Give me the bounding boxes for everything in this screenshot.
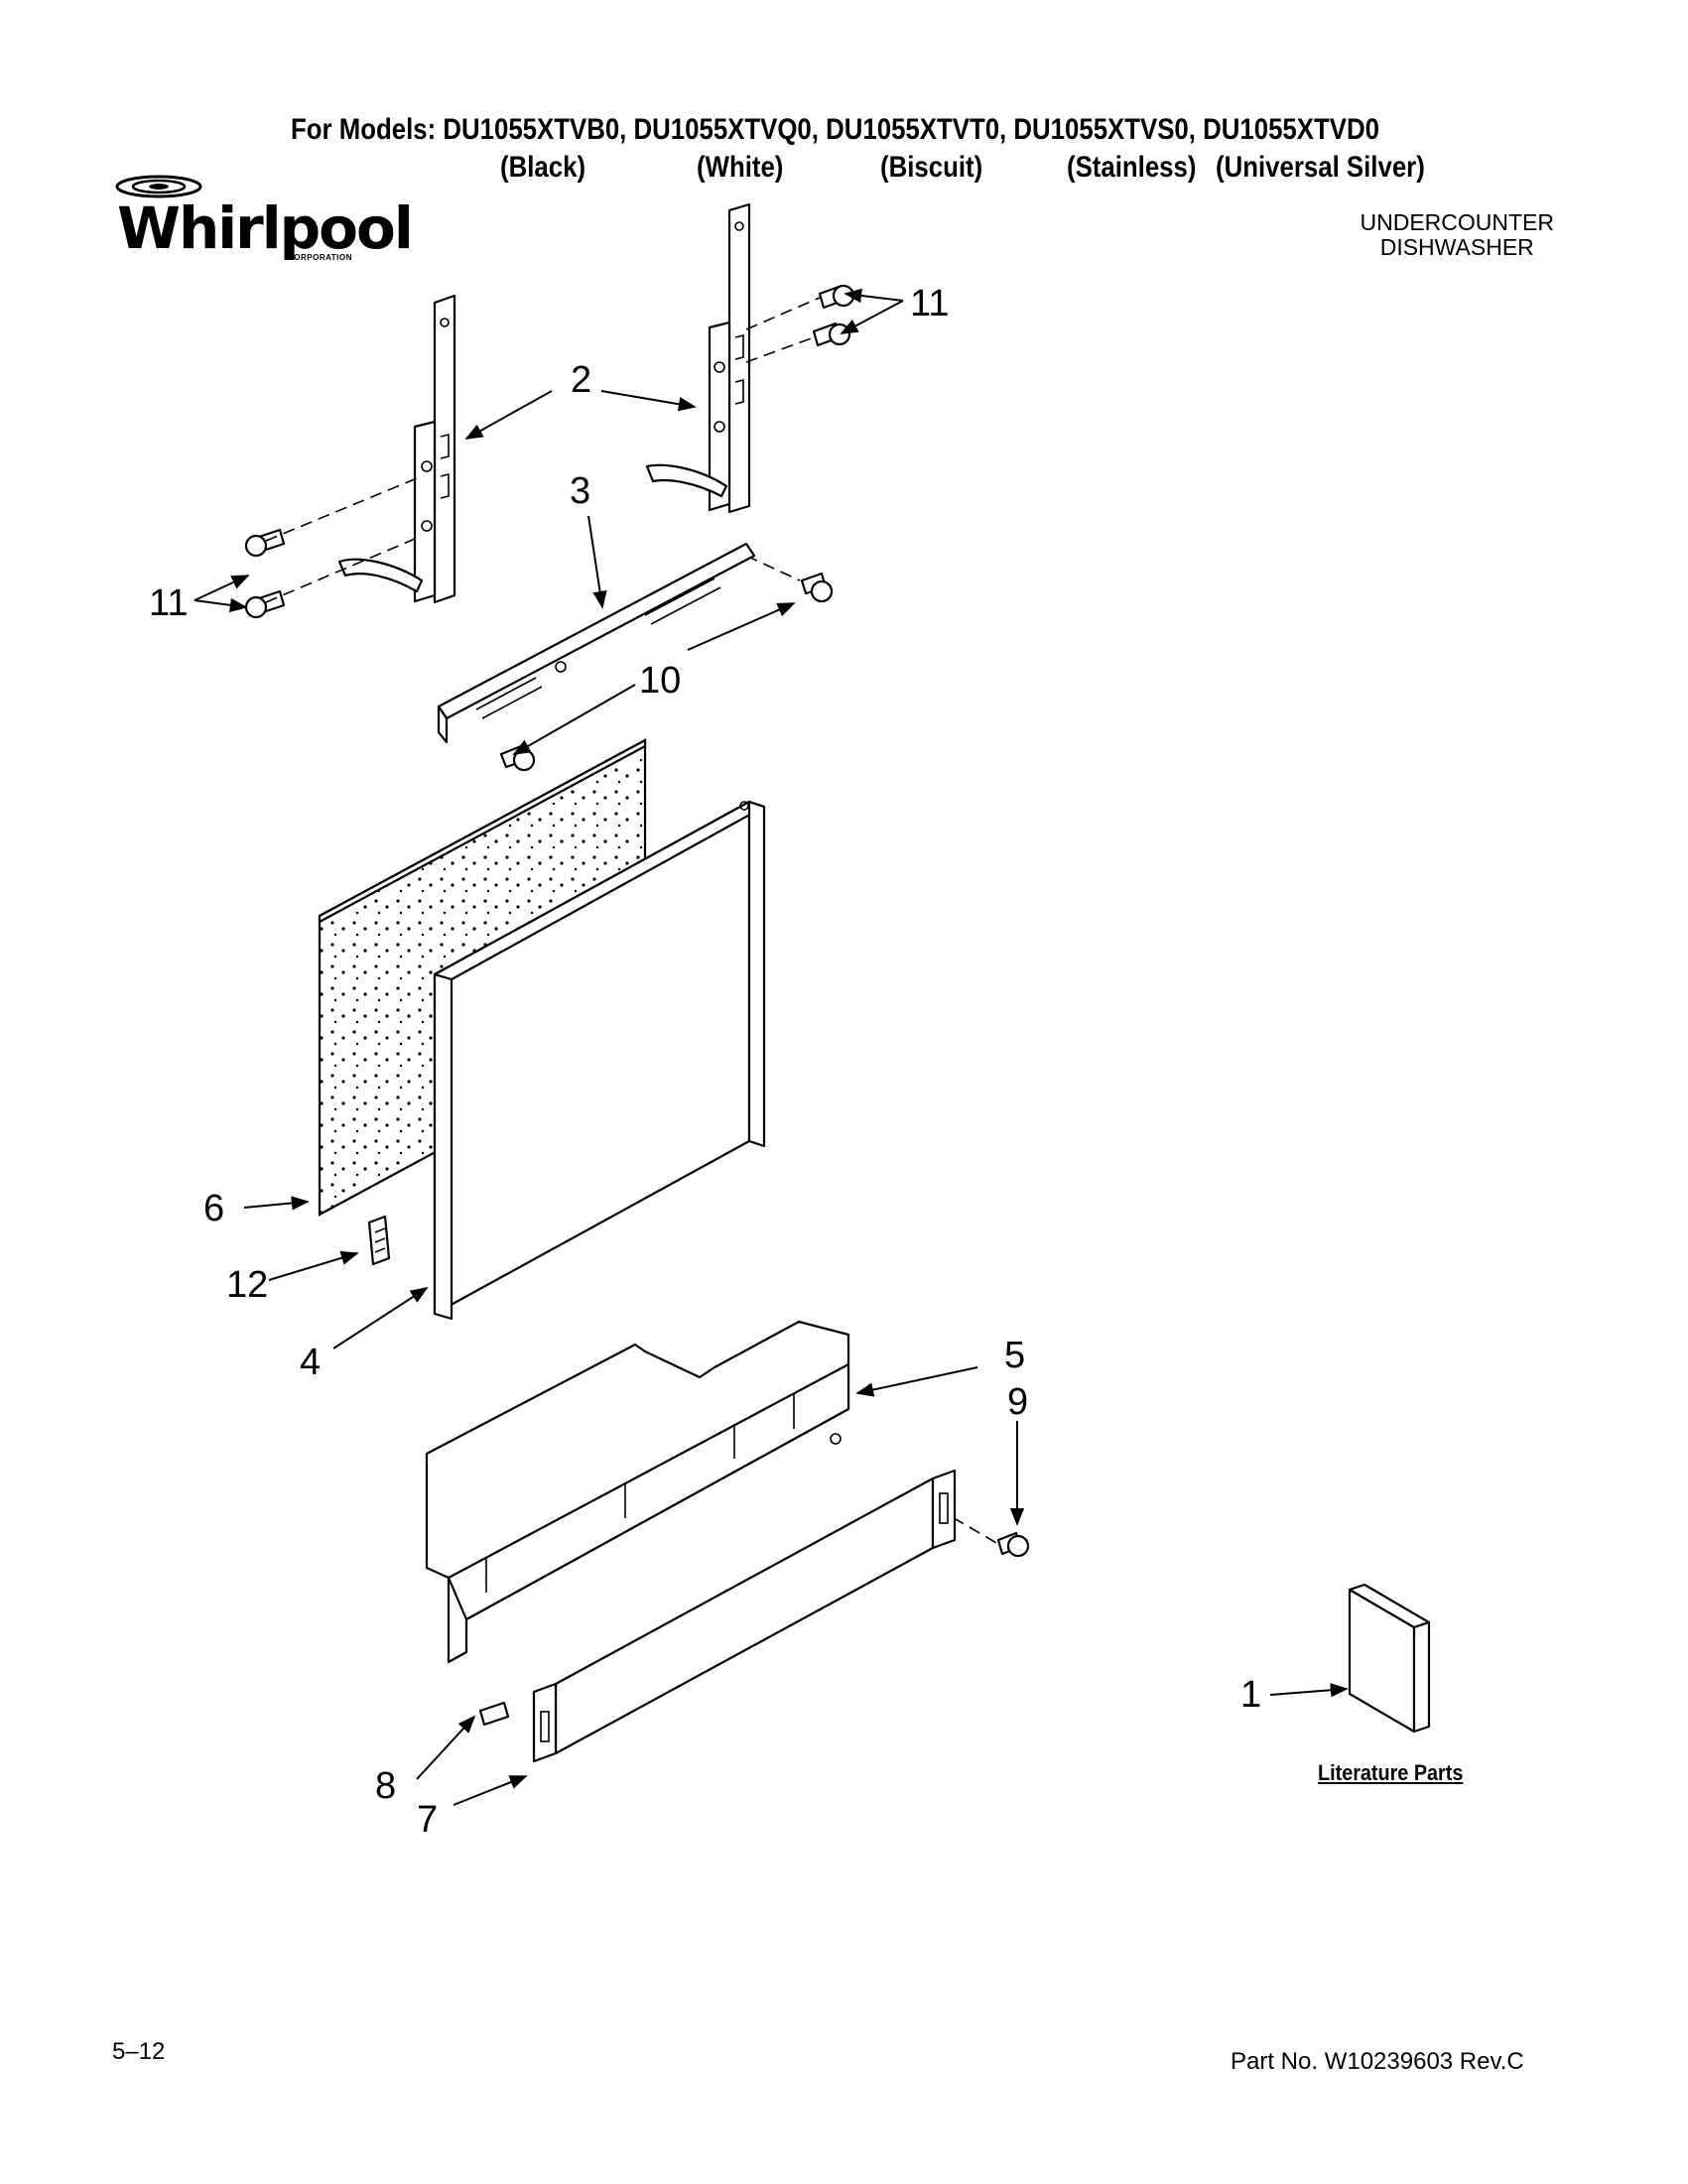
callout-11-top: 11 [910,283,949,324]
callout-2: 2 [571,359,591,401]
color-biscuit: (Biscuit) [880,151,983,184]
callout-5: 5 [1004,1335,1025,1376]
callout-10: 10 [639,660,681,702]
color-universal-silver: (Universal Silver) [1216,151,1425,184]
color-stainless: (Stainless) [1067,151,1197,184]
callout-1: 1 [1240,1674,1261,1716]
toe-panel [425,1320,850,1664]
callout-9: 9 [1007,1381,1028,1423]
door-brace [437,542,756,744]
callout-12: 12 [226,1264,268,1306]
outer-door-panel [433,800,766,1321]
color-black: (Black) [500,151,586,184]
callout-11-left: 11 [149,582,188,624]
right-hinge-bracket [645,202,751,514]
plug-part [367,1215,391,1266]
literature-parts-book [1348,1583,1431,1734]
left-hinge-bracket [337,294,456,604]
appliance-type-line2: DISHWASHER [1379,234,1534,260]
callout-4: 4 [300,1342,321,1383]
callout-3: 3 [570,470,590,512]
page-number: 5–12 [112,2038,166,2065]
appliance-type-line1: UNDERCOUNTER [1360,209,1555,235]
callout-6: 6 [203,1188,224,1229]
brand-corporation: CORPORATION [288,253,352,262]
part-number: Part No. W10239603 Rev.C [1231,2048,1524,2075]
leader-lines [194,288,1349,1806]
brand-name: Whirlpool [117,194,414,262]
color-white: (White) [697,151,784,184]
models-line: For Models: DU1055XTVB0, DU1055XTVQ0, DU… [291,113,1379,146]
clip-part [478,1701,510,1727]
appliance-type: UNDERCOUNTER DISHWASHER [1361,210,1555,260]
callout-8: 8 [375,1765,396,1807]
kick-plate [532,1469,957,1763]
callout-numbers: 11 2 3 11 10 6 12 4 5 9 1 8 7 [149,283,1261,1841]
callout-7: 7 [417,1799,438,1841]
literature-parts-label: Literature Parts [1318,1760,1464,1785]
